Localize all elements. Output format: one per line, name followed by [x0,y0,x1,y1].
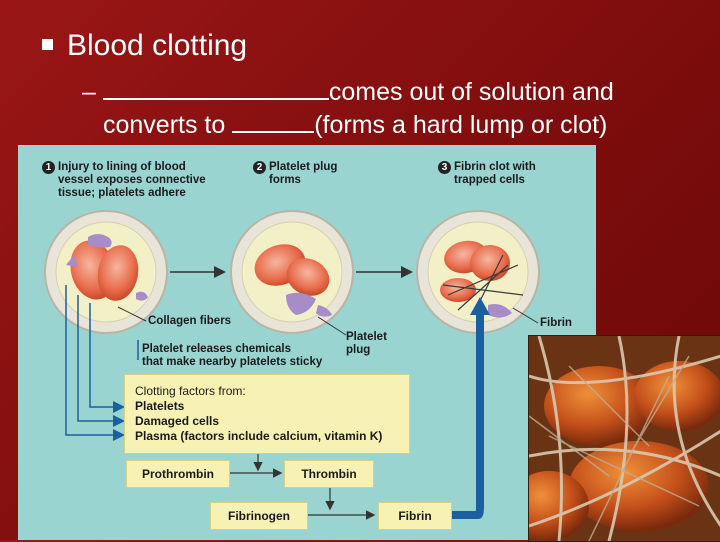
fill-blank-2 [232,109,314,133]
fibrin-box: Fibrin [378,502,452,530]
platelet-release-caption: Platelet releases chemicals that make ne… [142,343,322,369]
step-2-line-2: forms [253,174,301,186]
platelet-plug-line-1: Platelet [346,331,387,343]
step-1-number: 1 [42,161,55,174]
sub-bullet: – comes out of solution and converts to … [82,76,614,142]
clotting-factor-plasma: Plasma (factors include calcium, vitamin… [135,429,409,444]
dash: – [82,78,103,106]
sub-line-1-text: comes out of solution and [329,78,614,106]
prothrombin-box: Prothrombin [126,460,230,488]
step-2-number: 2 [253,161,266,174]
clotting-factor-platelets: Platelets [135,399,409,414]
step-3-line-2: trapped cells [438,174,525,186]
fibrin-label: Fibrin [540,317,572,330]
release-line-1: Platelet releases chemicals [142,343,291,355]
fill-blank-1 [103,76,329,100]
clotting-factors-box: Clotting factors from: Platelets Damaged… [124,374,410,454]
sub-line-2: converts to (forms a hard lump or clot) [82,109,614,142]
step-3-number: 3 [438,161,451,174]
platelet-plug-label: Platelet plug [346,331,387,357]
collagen-fibers-label: Collagen fibers [148,315,231,328]
fibrin-mesh-photo [528,335,720,542]
bullet-text: Blood clotting [67,29,247,62]
bullet-title: Blood clotting [42,28,247,64]
step-2-line-1: Platelet plug [269,161,337,173]
clotting-factor-damaged-cells: Damaged cells [135,414,409,429]
sub-line-2-prefix: converts to [103,111,232,139]
thrombin-box: Thrombin [284,460,374,488]
sub-line-1: – comes out of solution and [82,76,614,109]
clotting-factors-title: Clotting factors from: [135,384,409,399]
step-1-line-1: Injury to lining of blood [58,161,186,173]
step-1-line-2: vessel exposes connective [42,174,206,186]
release-line-2: that make nearby platelets sticky [142,356,322,368]
vessel-platelet-plug [231,211,353,333]
bullet-square-icon [42,39,53,50]
fibrinogen-box: Fibrinogen [210,502,308,530]
sub-line-2-text: (forms a hard lump or clot) [314,111,607,139]
step-1-line-3: tissue; platelets adhere [42,187,186,199]
fibrin-mesh-illustration [529,336,720,541]
platelet-plug-line-2: plug [346,344,370,356]
step-3-line-1: Fibrin clot with [454,161,536,173]
